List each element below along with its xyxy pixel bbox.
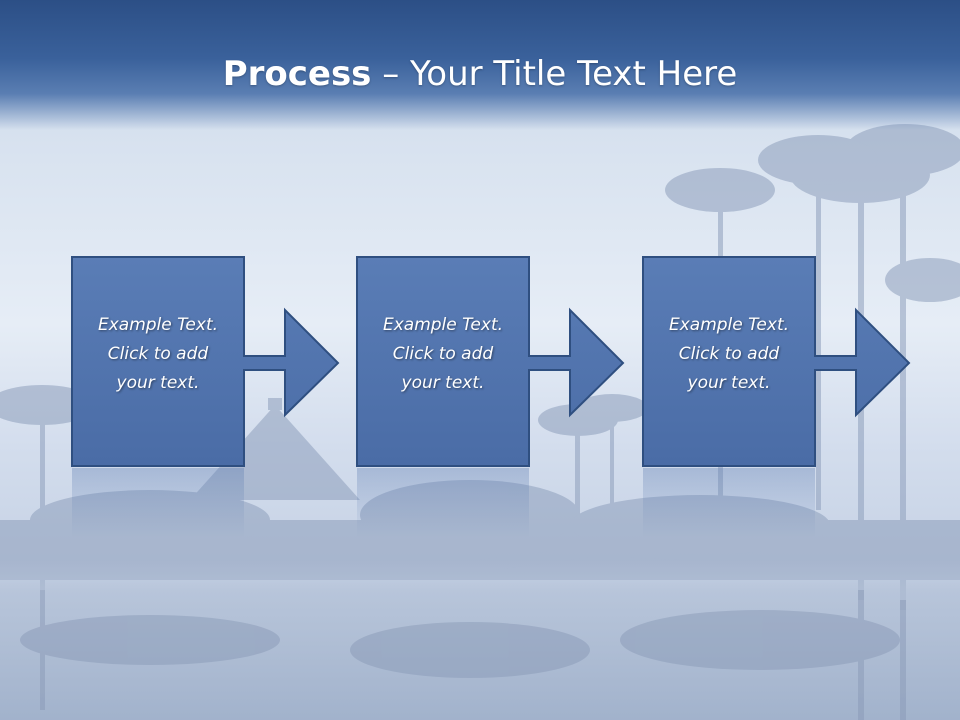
step-3-line-1: Example Text. [668,315,790,335]
process-step-2-shape[interactable] [356,256,625,467]
step-1-line-1: Example Text. [97,315,219,335]
title-bold-text: Process [222,54,372,94]
process-step-1-shape[interactable] [71,256,340,467]
process-step-2-text[interactable]: Example Text. Click to add your text. [357,311,529,398]
step-1-line-2: Click to add [107,344,209,364]
process-step-1-reflection [72,468,244,538]
step-2-line-1: Example Text. [382,315,504,335]
slide-title[interactable]: Process – Your Title Text Here [0,52,960,96]
step-2-line-3: your text. [401,373,485,393]
process-step-3-shape[interactable] [642,256,911,467]
step-3-line-2: Click to add [678,344,780,364]
process-step-1-text[interactable]: Example Text. Click to add your text. [72,311,244,398]
step-2-line-2: Click to add [392,344,494,364]
process-step-3-reflection [643,468,815,538]
process-step-2-reflection [357,468,529,538]
process-step-3-text[interactable]: Example Text. Click to add your text. [643,311,815,398]
title-band [0,0,960,130]
title-rest-text: – Your Title Text Here [371,54,738,94]
step-1-line-3: your text. [116,373,200,393]
step-3-line-3: your text. [687,373,771,393]
